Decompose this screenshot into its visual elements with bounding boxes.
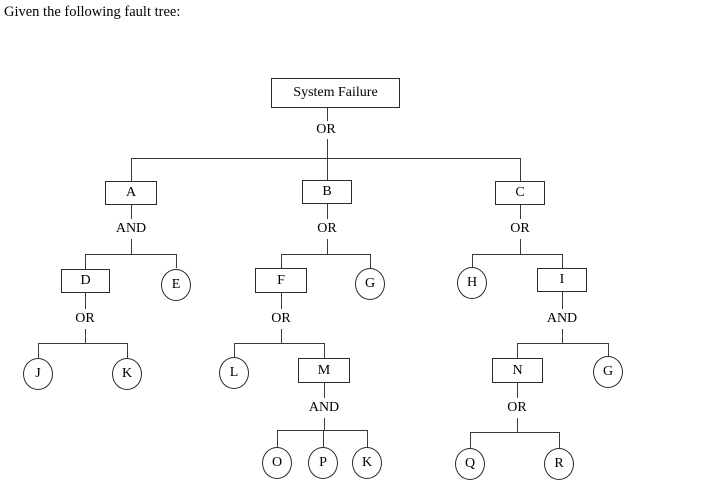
connector-drop-o: [277, 430, 278, 447]
connector-d-stub-bottom: [85, 329, 86, 343]
connector-drop-h: [472, 254, 473, 267]
node-l: L: [219, 357, 249, 389]
connector-i-stub-bottom: [562, 329, 563, 343]
connector-drop-k2: [367, 430, 368, 447]
connector-f-stub-bottom: [281, 329, 282, 343]
connector-drop-m: [324, 343, 325, 358]
connector-f-stub-top: [281, 293, 282, 309]
connector-b-elbow: [281, 254, 370, 255]
node-e: E: [161, 269, 191, 301]
connector-drop-e: [176, 254, 177, 268]
gate-d-or: OR: [75, 311, 95, 326]
connector-d-elbow: [38, 343, 127, 344]
node-r: R: [544, 448, 574, 480]
connector-drop-c: [520, 158, 521, 181]
connector-n-elbow: [470, 432, 559, 433]
node-p: P: [308, 447, 338, 479]
connector-n-stub-bottom: [517, 418, 518, 432]
gate-root-or: OR: [316, 122, 336, 137]
connector-drop-g2: [608, 343, 609, 356]
connector-drop-p: [323, 430, 324, 447]
node-o: O: [262, 447, 292, 479]
page-title: Given the following fault tree:: [4, 4, 181, 20]
connector-a-stub-bottom: [131, 239, 132, 254]
node-c: C: [495, 181, 545, 205]
connector-i-stub-top: [562, 292, 563, 309]
connector-main-horizontal: [131, 158, 520, 159]
gate-c-or: OR: [510, 221, 530, 236]
connector-m-elbow: [277, 430, 367, 431]
connector-c-stub-bottom: [520, 239, 521, 254]
connector-c-stub-top: [520, 205, 521, 219]
connector-b-stub-top: [327, 204, 328, 219]
connector-a-stub-top: [131, 205, 132, 219]
node-i: I: [537, 268, 587, 292]
connector-drop-g1: [370, 254, 371, 268]
node-k-under-m: K: [352, 447, 382, 479]
connector-i-elbow: [517, 343, 608, 344]
connector-drop-n: [517, 343, 518, 358]
connector-drop-d: [85, 254, 86, 269]
gate-m-and: AND: [308, 400, 340, 415]
node-g-under-i: G: [593, 356, 623, 388]
gate-n-or: OR: [507, 400, 527, 415]
connector-a-elbow: [85, 254, 176, 255]
connector-root-stub-top: [327, 108, 328, 121]
node-b: B: [302, 180, 352, 204]
connector-f-elbow: [234, 343, 324, 344]
connector-drop-l: [234, 343, 235, 357]
node-j: J: [23, 358, 53, 390]
node-g-under-b: G: [355, 268, 385, 300]
connector-b-stub-bottom: [327, 239, 328, 254]
connector-drop-a: [131, 158, 132, 181]
connector-drop-k1: [127, 343, 128, 358]
node-m: M: [298, 358, 350, 383]
connector-m-stub-top: [324, 383, 325, 398]
node-d: D: [61, 269, 110, 293]
node-k-under-d: K: [112, 358, 142, 390]
connector-n-stub-top: [517, 383, 518, 398]
gate-a-and: AND: [115, 221, 147, 236]
node-h: H: [457, 267, 487, 299]
node-system-failure: System Failure: [271, 78, 400, 108]
node-f: F: [255, 268, 307, 293]
node-q: Q: [455, 448, 485, 480]
connector-c-elbow: [472, 254, 562, 255]
connector-root-to-b: [327, 139, 328, 180]
connector-drop-r: [559, 432, 560, 448]
connector-drop-f: [281, 254, 282, 268]
node-a: A: [105, 181, 157, 205]
gate-f-or: OR: [271, 311, 291, 326]
connector-drop-i: [562, 254, 563, 268]
node-n: N: [492, 358, 543, 383]
gate-i-and: AND: [546, 311, 578, 326]
connector-d-stub-top: [85, 293, 86, 309]
connector-m-stub-bottom: [324, 418, 325, 430]
connector-drop-j: [38, 343, 39, 358]
connector-drop-q: [470, 432, 471, 448]
gate-b-or: OR: [317, 221, 337, 236]
